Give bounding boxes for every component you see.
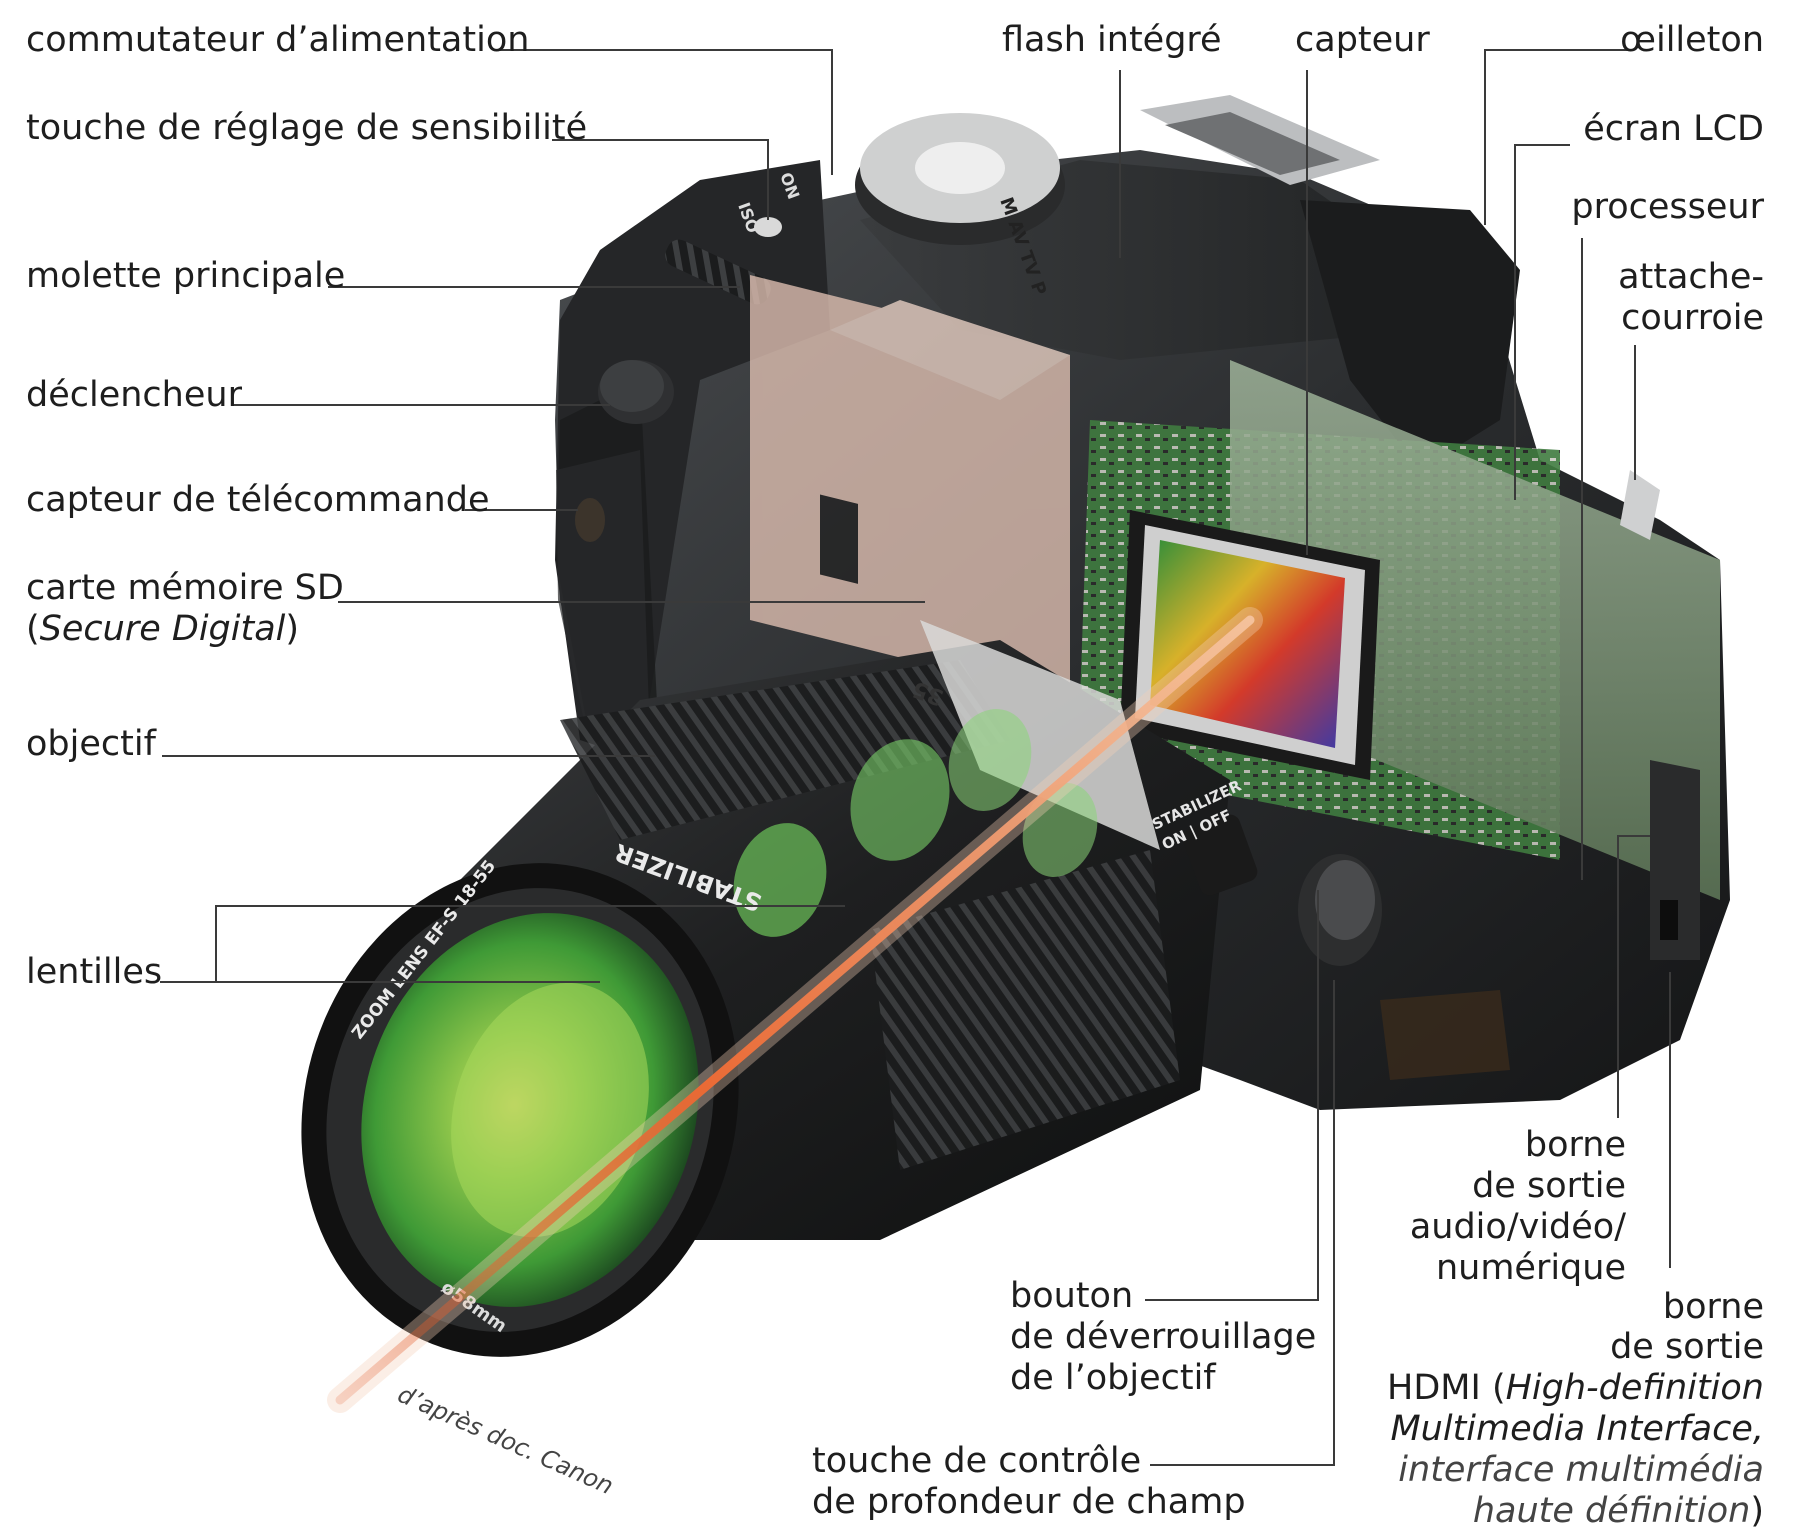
label-molette: molette principale [26,256,346,296]
label-borne-av-1: borne [1524,1125,1626,1165]
label-borne-av-2: de sortie [1472,1166,1626,1206]
image-sensor [1120,510,1380,780]
label-attache-1: attache- [1618,257,1764,297]
label-borne-av-3: audio/vidéo/ [1409,1207,1626,1247]
label-carte-sd: carte mémoire SD [26,568,344,608]
label-bouton-2: de déverrouillage [1010,1317,1317,1357]
port-cover [1650,760,1700,960]
label-objectif: objectif [26,724,156,764]
strap-lug [1620,470,1660,540]
lcd-screen [1230,360,1720,900]
label-declencheur: déclencheur [26,375,242,415]
label-bouton-3: de l’objectif [1010,1358,1216,1398]
light-beam [327,607,1263,1413]
label-carte-sd-subtitle: (Secure Digital) [26,609,300,649]
label-borne-hdmi-4: Multimedia Interface, [1390,1409,1764,1449]
label-borne-hdmi-5: interface multimédia [1398,1450,1764,1490]
label-bouton-1: bouton [1010,1276,1134,1316]
label-touche-prof-1: touche de contrôle [812,1441,1142,1481]
leader-lines [160,49,1671,1466]
label-attache-2: courroie [1621,298,1764,338]
label-capteur-telecommande: capteur de télécommande [26,480,490,520]
label-commutateur: commutateur d’alimentation [26,20,530,60]
label-capteur: capteur [1295,20,1430,60]
label-borne-hdmi-3: HDMI (High-definition [1387,1368,1764,1408]
label-ecran: écran LCD [1583,109,1764,149]
label-touche-sensibilite: touche de réglage de sensibilité [26,108,588,148]
lens-release [1298,854,1382,966]
sd-card [750,275,1070,700]
label-flash: flash intégré [1002,20,1222,60]
label-touche-prof-2: de profondeur de champ [812,1482,1246,1522]
label-lentilles: lentilles [26,952,163,992]
label-processeur: processeur [1571,187,1764,227]
label-borne-hdmi-2: de sortie [1610,1327,1764,1367]
lens-barrel: STABILIZER ON | OFF STABILIZER ZOOM LENS… [301,620,1258,1357]
label-borne-hdmi-6: haute définition) [1472,1491,1764,1531]
label-borne-av-4: numérique [1435,1248,1626,1288]
label-oeilleton: œilleton [1620,20,1764,60]
label-borne-hdmi-1: borne [1662,1287,1764,1327]
